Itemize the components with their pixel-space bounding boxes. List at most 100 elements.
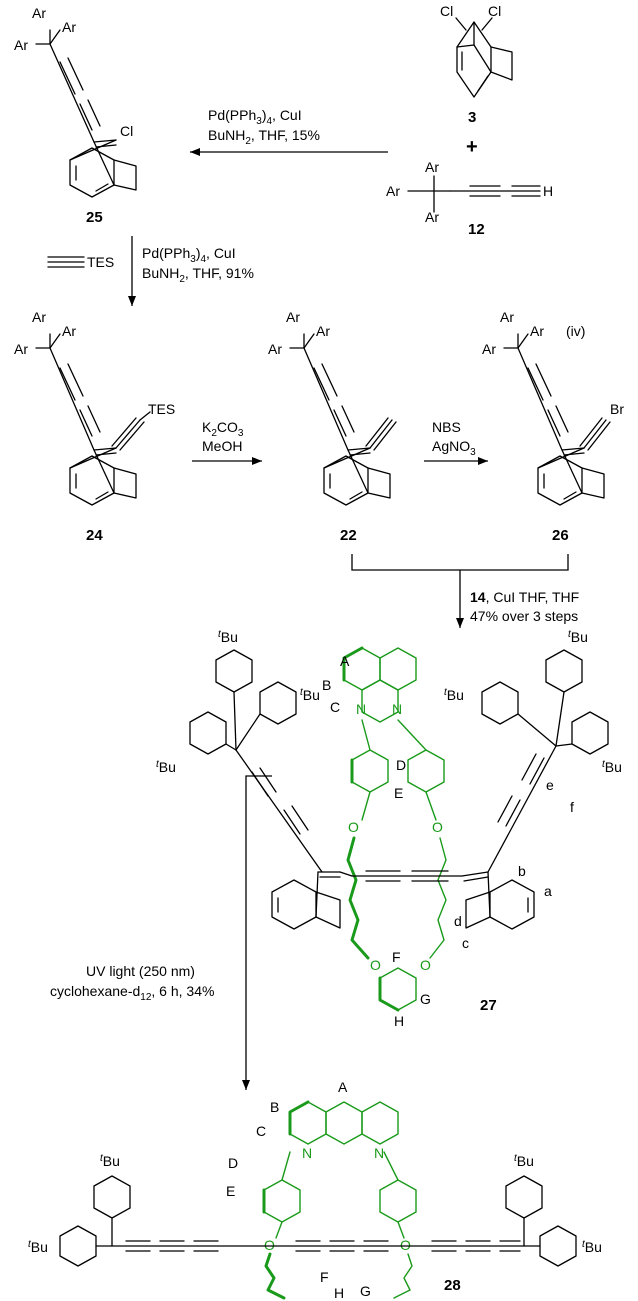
c27-polyyne-left bbox=[283, 809, 301, 835]
step6-cond-1: UV light (250 nm) bbox=[86, 963, 195, 979]
c27-bond bbox=[517, 713, 557, 747]
step-5: 14, CuI THF, THF 47% over 3 steps bbox=[351, 554, 579, 628]
c12-h: H bbox=[543, 183, 553, 199]
c26-alkyne bbox=[583, 419, 607, 449]
c24-ring-db bbox=[95, 491, 109, 500]
c27-bond bbox=[225, 743, 237, 751]
c27-o: O bbox=[370, 957, 381, 973]
compound-12: Ar Ar Ar H 12 bbox=[386, 159, 553, 238]
c27-resorcinol-bold bbox=[378, 976, 400, 1012]
c27-ethano bbox=[315, 891, 341, 929]
step-2: TES Pd(PPh3)4, CuI BuNH2, THF, 91% bbox=[47, 236, 254, 306]
c27-aryl-left bbox=[351, 749, 389, 793]
c28-link bbox=[281, 1151, 291, 1181]
c27-label-E: E bbox=[394, 785, 403, 801]
c27-label-C: C bbox=[330, 699, 340, 715]
c27-aryl bbox=[215, 649, 253, 693]
c28-label-C: C bbox=[256, 1123, 266, 1139]
c26-ethano bbox=[581, 467, 605, 499]
c24-polyyne bbox=[59, 367, 76, 401]
c27-bridge bbox=[487, 871, 491, 918]
step5-cond-2: 47% over 3 steps bbox=[470, 608, 578, 624]
c27-link bbox=[425, 791, 437, 821]
c26-alkyne bbox=[587, 421, 611, 451]
c27-label-a: a bbox=[544, 883, 552, 899]
c28-tbu: tBu bbox=[28, 1239, 48, 1255]
c24-ar: Ar bbox=[62, 323, 76, 339]
c24-tes: TES bbox=[148, 401, 175, 417]
c28-phen-ring bbox=[361, 1101, 399, 1145]
c24-ar: Ar bbox=[32, 309, 46, 325]
step5-bracket bbox=[351, 554, 569, 571]
c27-label-d: d bbox=[454, 913, 462, 929]
c22-bridge bbox=[347, 449, 369, 494]
c3-cl-label: Cl bbox=[440, 3, 453, 19]
step6-cond-2: cyclohexane-d12, 6 h, 34% bbox=[50, 983, 214, 1003]
c26-polyyne bbox=[517, 347, 563, 451]
c27-bond bbox=[555, 691, 565, 747]
c27-label-D: D bbox=[396, 757, 406, 773]
c28-aryl bbox=[505, 1175, 543, 1219]
c3-bridge bbox=[456, 44, 475, 48]
c24-ar: Ar bbox=[14, 341, 28, 357]
c27-o: O bbox=[420, 957, 431, 973]
c24-polyyne bbox=[49, 347, 95, 451]
c26-ar: Ar bbox=[530, 323, 544, 339]
c27-phen-bold bbox=[342, 646, 364, 682]
plus-sign: + bbox=[466, 136, 478, 158]
step2-tes: TES bbox=[87, 254, 114, 270]
c28-aryl bbox=[59, 1225, 97, 1267]
c25-cl: Cl bbox=[120, 123, 133, 139]
c27-label-f: f bbox=[570, 799, 574, 815]
c26-polyyne bbox=[527, 367, 544, 401]
step-6: UV light (250 nm) cyclohexane-d12, 6 h, … bbox=[50, 775, 272, 1090]
c24-bridge bbox=[93, 449, 115, 494]
c27-aryl bbox=[259, 681, 297, 725]
c24-polyyne bbox=[67, 363, 84, 397]
c28-link bbox=[383, 1151, 399, 1181]
c24-alkyne bbox=[111, 417, 137, 447]
c28-aryl bbox=[93, 1175, 131, 1219]
c26-polyyne bbox=[535, 363, 552, 397]
c28-link bbox=[397, 1221, 405, 1239]
step2-cond-1: Pd(PPh3)4, CuI bbox=[142, 245, 236, 265]
c28-n: N bbox=[374, 1145, 384, 1161]
compound-25: Ar Ar Ar Cl 25 bbox=[14, 5, 137, 226]
c22-ar: Ar bbox=[286, 309, 300, 325]
c24-alkyne bbox=[115, 419, 141, 449]
c28-o: O bbox=[400, 1237, 411, 1253]
compound-28: A B C N N D E O O F G H bbox=[28, 1079, 602, 1301]
c27-o: O bbox=[348, 819, 359, 835]
c28-n: N bbox=[302, 1145, 312, 1161]
c26-polyyne bbox=[547, 409, 561, 437]
c3-cl-label: Cl bbox=[488, 3, 501, 19]
c27-n: N bbox=[356, 701, 366, 717]
c27-aryl bbox=[481, 681, 519, 725]
c22-ar: Ar bbox=[316, 323, 330, 339]
c27-ethano bbox=[465, 891, 491, 929]
c25-ring-db bbox=[95, 183, 109, 192]
c22-polyyne bbox=[321, 363, 338, 397]
c22-polyyne bbox=[333, 409, 347, 437]
step1-cond-2: BuNH2, THF, 15% bbox=[208, 127, 320, 147]
c24-alkyne bbox=[119, 421, 145, 451]
c27-polyyne-right bbox=[529, 757, 545, 785]
c22-ring-db bbox=[349, 491, 363, 500]
c27-tbu: tBu bbox=[568, 629, 588, 645]
step3-cond-1: K2CO3 bbox=[202, 419, 244, 439]
c27-tbu: tBu bbox=[300, 687, 320, 703]
c25-polyyne bbox=[67, 57, 84, 91]
c27-bond bbox=[555, 743, 573, 747]
c25-polyyne bbox=[79, 103, 93, 131]
c26-bridge bbox=[537, 447, 585, 469]
c27-label-H: H bbox=[394, 1013, 404, 1029]
c3-cl-bond bbox=[455, 17, 467, 31]
c24-number: 24 bbox=[86, 527, 103, 544]
step-1: Pd(PPh3)4, CuI BuNH2, THF, 15% bbox=[190, 107, 388, 156]
step5-cond-1: 14, CuI THF, THF bbox=[470, 589, 579, 605]
c28-chain-left bbox=[264, 1252, 286, 1300]
c26-br: Br bbox=[610, 401, 624, 417]
c28-label-D: D bbox=[228, 1155, 238, 1171]
c27-label-B: B bbox=[322, 677, 331, 693]
c22-ethano bbox=[367, 467, 391, 499]
